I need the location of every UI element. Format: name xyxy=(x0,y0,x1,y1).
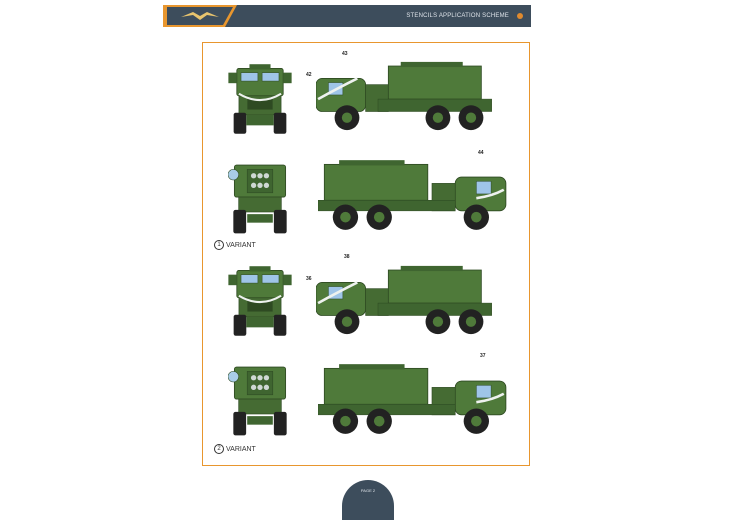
side-view-row-4 xyxy=(318,363,507,435)
scheme-frame xyxy=(202,42,530,466)
stencil-callout: 36 xyxy=(306,276,312,282)
rear-view-row-4 xyxy=(228,366,288,436)
header-title: STENCILS APPLICATION SCHEME xyxy=(406,13,509,19)
stencil-callout: 38 xyxy=(344,254,350,260)
variant-label-1: 1 VARIANT xyxy=(214,240,256,250)
side-view-row-2 xyxy=(318,159,507,231)
header-dot-icon xyxy=(517,13,523,19)
stencil-callout: 42 xyxy=(306,72,312,78)
stencil-callout: 37 xyxy=(480,353,486,359)
side-view-row-3 xyxy=(316,265,493,335)
brand-logo-icon xyxy=(163,5,237,27)
variant-text: VARIANT xyxy=(226,445,256,453)
page-header: STENCILS APPLICATION SCHEME xyxy=(163,5,531,27)
side-view-row-1 xyxy=(316,61,493,131)
stencil-callout: 43 xyxy=(342,51,348,57)
rear-view-row-2 xyxy=(228,164,288,234)
variant-text: VARIANT xyxy=(226,241,256,249)
variant-label-2: 2 VARIANT xyxy=(214,444,256,454)
front-view-row-3 xyxy=(228,265,292,337)
front-view-row-1 xyxy=(228,63,292,135)
variant-number: 2 xyxy=(214,444,224,454)
stencil-callout: 44 xyxy=(478,150,484,156)
page-number: PAGE 2 xyxy=(360,488,376,493)
page-footer-tab: PAGE 2 xyxy=(342,480,394,520)
variant-number: 1 xyxy=(214,240,224,250)
